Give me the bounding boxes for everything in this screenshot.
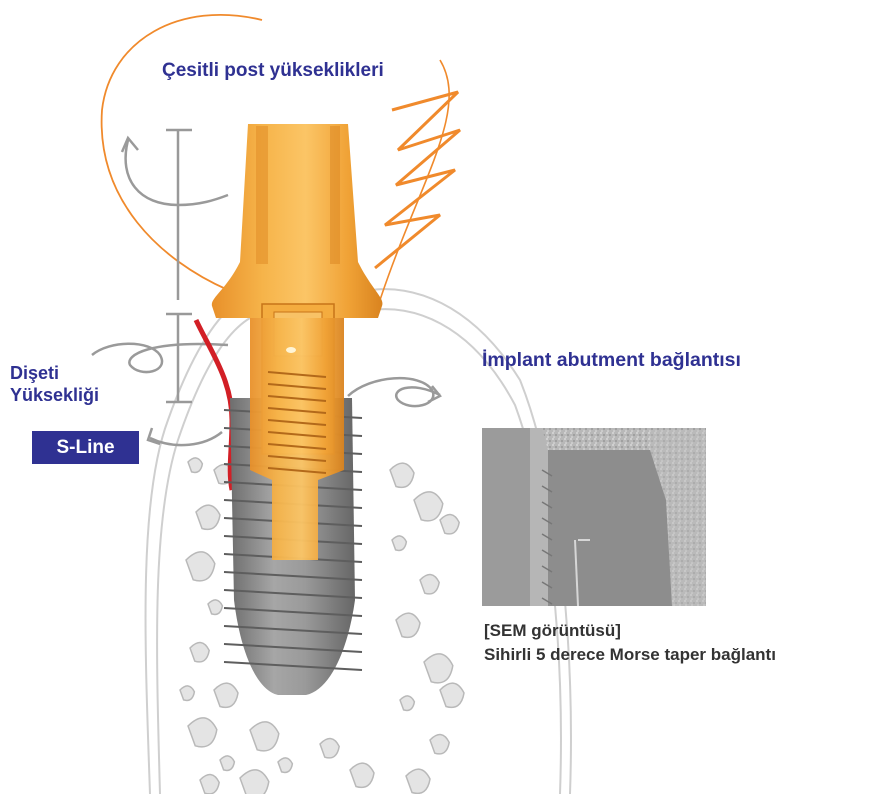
s-line-badge: S-Line [32, 431, 139, 464]
bone-chip [196, 505, 220, 529]
bone-chip [190, 643, 209, 662]
bone-chip [392, 536, 406, 551]
bone-chip [188, 458, 202, 473]
bone-chip [390, 463, 414, 487]
bone-chip [430, 735, 449, 754]
gum-height-label: Dişeti Yüksekliği [10, 363, 99, 406]
bone-chip [188, 718, 217, 747]
bone-chip [414, 492, 443, 521]
connection-label: İmplant abutment bağlantısı [482, 349, 741, 372]
bone-chip [214, 683, 238, 707]
bone-chip [240, 770, 269, 794]
bone-chip [180, 686, 194, 701]
bone-chip [420, 575, 439, 594]
bone-chip [186, 552, 215, 581]
post-heights-label: Çesitli post yükseklikleri [162, 60, 384, 83]
gum-height-line2: Yüksekliği [10, 385, 99, 407]
bone-chip [200, 775, 219, 794]
bone-chip [320, 739, 339, 758]
bone-chip [440, 683, 464, 707]
bone-chip [424, 654, 453, 683]
bone-chip [220, 756, 234, 771]
bone-chip [406, 769, 430, 793]
bone-chip [208, 600, 222, 615]
bone-chip [440, 515, 459, 534]
bone-chip [250, 722, 279, 751]
bone-chip [278, 758, 292, 773]
bone-chip [350, 763, 374, 787]
sem-image [482, 428, 706, 606]
gum-height-line1: Dişeti [10, 363, 99, 385]
bone-chip [396, 613, 420, 637]
height-bar-icon [166, 130, 192, 402]
sem-caption-title: [SEM görüntüsü] [484, 621, 621, 641]
bone-chip [400, 696, 414, 711]
sem-caption-text: Sihirli 5 derece Morse taper bağlantı [484, 645, 776, 665]
